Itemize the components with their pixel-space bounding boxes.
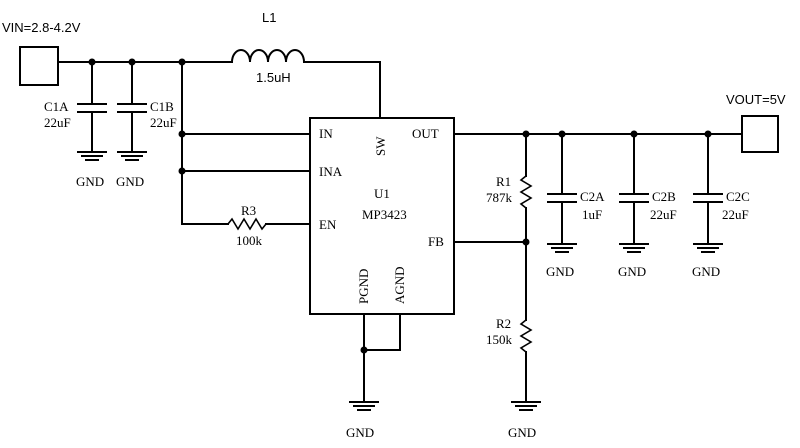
cap-c2b-ref: C2B [652, 189, 676, 204]
resistor-r1 [519, 175, 533, 209]
pin-sw-label: SW [373, 136, 388, 156]
junction-dot [178, 58, 186, 66]
junction-dot [522, 238, 530, 246]
gnd-label: GND [508, 425, 536, 440]
gnd-label: GND [618, 264, 646, 279]
gnd-label: GND [346, 425, 374, 440]
cap-c2c-ref: C2C [726, 189, 750, 204]
junction-dot [558, 130, 566, 138]
r1-ref: R1 [496, 174, 511, 189]
resistor-r2 [519, 319, 533, 353]
ground-icon [117, 151, 147, 161]
pin-en-label: EN [319, 217, 337, 232]
ground-icon [547, 243, 577, 253]
cap-c2a-ref: C2A [580, 189, 605, 204]
inductor-l1 [230, 49, 306, 64]
l1-value: 1.5uH [256, 70, 291, 85]
l1-ref: L1 [262, 10, 276, 25]
pin-ina-label: INA [319, 164, 343, 179]
resistor-r3 [227, 217, 267, 231]
vin-label: VIN=2.8-4.2V [2, 20, 81, 35]
cap-c2b-value: 22uF [650, 207, 677, 222]
chip-u1[interactable] [309, 117, 455, 315]
junction-dot [178, 167, 186, 175]
gnd-label: GND [116, 174, 144, 189]
junction-dot [128, 58, 136, 66]
pin-out-label: OUT [412, 126, 439, 141]
cap-c1a-value: 22uF [44, 115, 71, 130]
cap-c1b-value: 22uF [150, 115, 177, 130]
pin-in-label: IN [319, 126, 333, 141]
r1-value: 787k [486, 190, 513, 205]
ground-icon [511, 401, 541, 411]
ground-icon [619, 243, 649, 253]
junction-dot [178, 130, 186, 138]
junction-dot [704, 130, 712, 138]
cap-c2a-value: 1uF [582, 207, 602, 222]
pin-agnd-label: AGND [392, 266, 407, 304]
junction-dot [522, 130, 530, 138]
r3-ref: R3 [241, 203, 256, 218]
chip-ref: U1 [374, 186, 390, 201]
vout-port[interactable] [741, 115, 779, 153]
ground-icon [349, 401, 379, 411]
cap-c1b-ref: C1B [150, 99, 174, 114]
chip-part: MP3423 [362, 207, 407, 222]
gnd-label: GND [546, 264, 574, 279]
cap-c1a-ref: C1A [44, 99, 69, 114]
gnd-label: GND [76, 174, 104, 189]
ground-icon [693, 243, 723, 253]
vin-port[interactable] [19, 46, 59, 86]
vout-label: VOUT=5V [726, 92, 786, 107]
ground-icon [77, 151, 107, 161]
gnd-label: GND [692, 264, 720, 279]
pin-fb-label: FB [428, 234, 444, 249]
junction-dot [88, 58, 96, 66]
cap-c2c-value: 22uF [722, 207, 749, 222]
junction-dot [630, 130, 638, 138]
r2-ref: R2 [496, 316, 511, 331]
r3-value: 100k [236, 233, 263, 248]
r2-value: 150k [486, 332, 513, 347]
pin-pgnd-label: PGND [356, 269, 371, 304]
